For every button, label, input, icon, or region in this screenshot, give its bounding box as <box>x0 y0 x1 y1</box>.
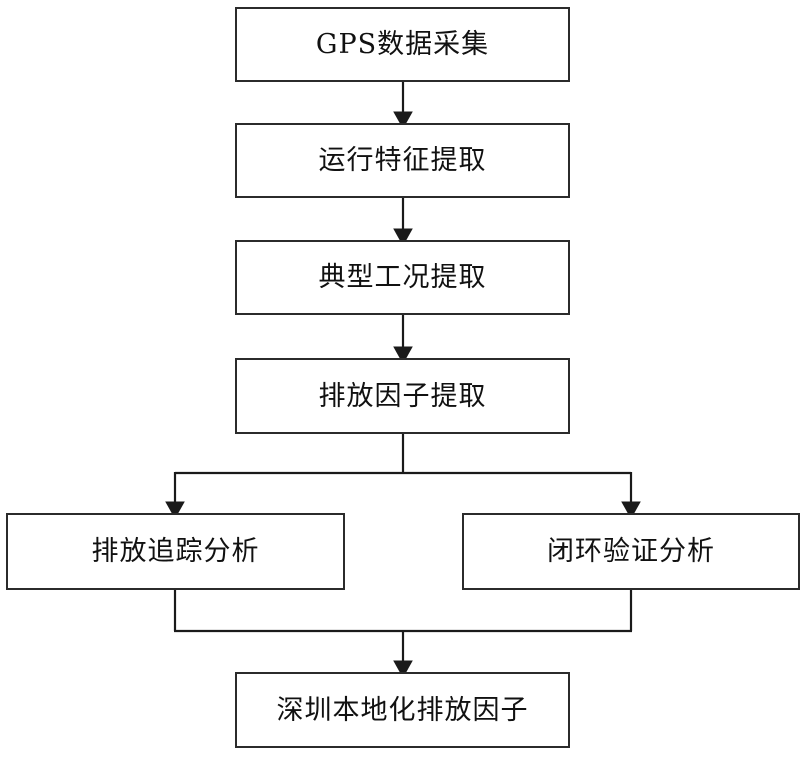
node-shenzhen-localized-emission-factor[interactable]: 深圳本地化排放因子 <box>235 672 570 748</box>
node-typical-driving-cycle-extraction[interactable]: 典型工况提取 <box>235 240 570 315</box>
node-closed-loop-validation-analysis[interactable]: 闭环验证分析 <box>462 513 800 590</box>
node-gps-data-collection[interactable]: GPS数据采集 <box>235 7 570 82</box>
edge-n4-split <box>175 434 631 475</box>
node-operation-feature-extraction[interactable]: 运行特征提取 <box>235 123 570 198</box>
node-emission-tracking-analysis[interactable]: 排放追踪分析 <box>6 513 345 590</box>
edge-merge-n7 <box>174 629 632 678</box>
node-emission-factor-extraction[interactable]: 排放因子提取 <box>235 358 570 434</box>
